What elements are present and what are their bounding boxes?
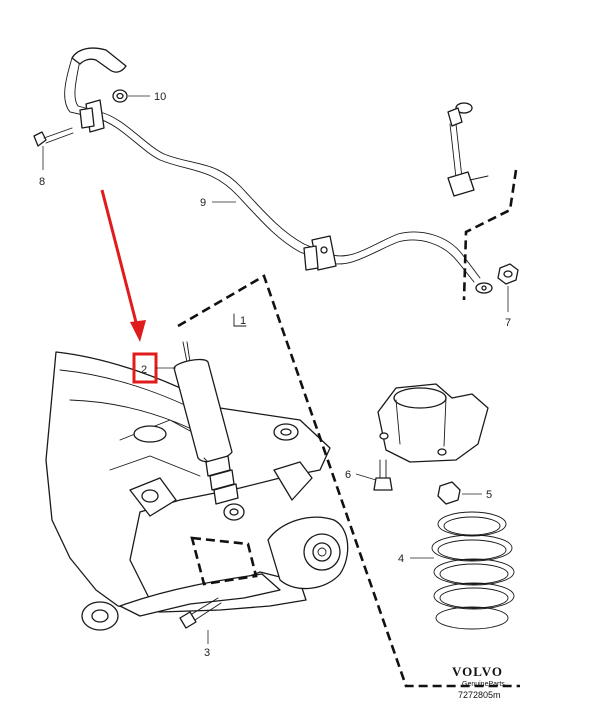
lower-mount-outline — [190, 536, 258, 586]
callout-7: 7 — [505, 317, 511, 329]
bolt-6 — [373, 459, 393, 491]
callout-6: 6 — [345, 469, 351, 481]
callout-1: 1 — [240, 315, 246, 327]
highlight-arrow — [100, 189, 146, 342]
group-marker — [233, 313, 247, 327]
callout-2: 2 — [141, 364, 147, 376]
bolt-8 — [33, 127, 74, 147]
callout-5: 5 — [486, 489, 492, 501]
spring-seat — [377, 383, 489, 463]
callout-10: 10 — [154, 91, 166, 103]
brand-logo: VOLVO — [452, 664, 503, 679]
shock-absorber — [173, 341, 245, 521]
nut-10 — [112, 89, 128, 103]
brand-block: VOLVO GenuineParts 7272805m — [452, 664, 505, 700]
coil-spring — [431, 511, 515, 630]
callout-9: 9 — [200, 197, 206, 209]
callout-8: 8 — [39, 176, 45, 188]
bolt-3 — [179, 597, 222, 629]
callout-4: 4 — [398, 553, 404, 565]
subframe — [45, 351, 331, 631]
callouts: 10 8 9 7 1 2 6 5 4 3 — [39, 91, 511, 659]
leader-lines — [42, 95, 509, 644]
shock-group-outline — [177, 274, 520, 688]
stabilizer-bar — [64, 47, 493, 294]
drawing-code: 7272805m — [458, 690, 501, 700]
nut-7 — [497, 263, 519, 285]
wheel-hub — [267, 461, 349, 590]
callout-3: 3 — [204, 647, 210, 659]
link-rod — [447, 102, 489, 197]
nut-5 — [437, 481, 461, 505]
brand-subtitle: GenuineParts — [462, 681, 505, 688]
link-group-outline — [462, 169, 518, 301]
